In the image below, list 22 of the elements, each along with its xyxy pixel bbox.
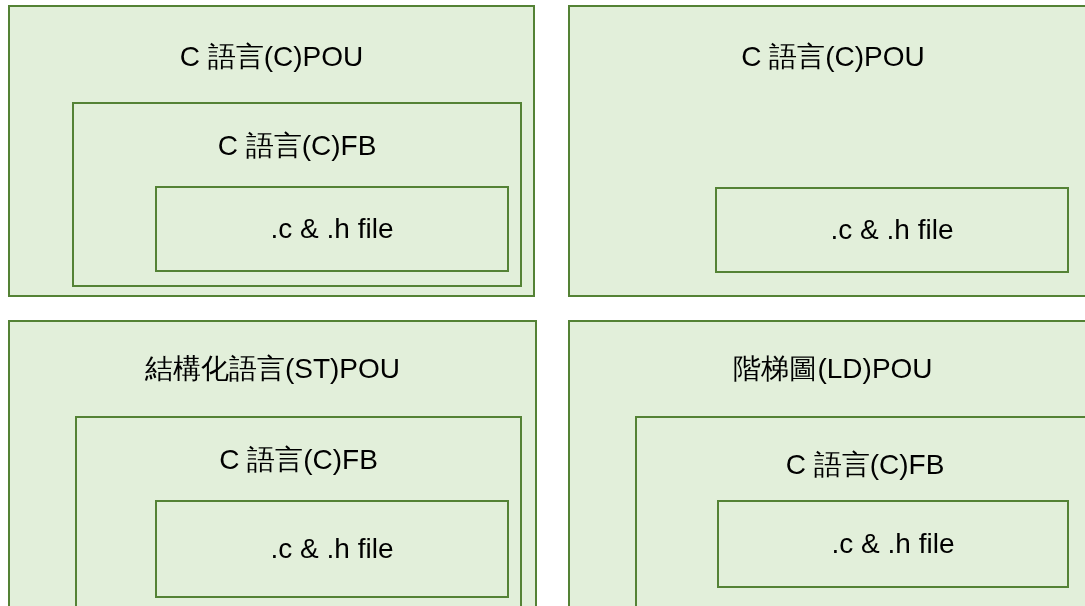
file-box — [155, 500, 509, 598]
file-box — [715, 187, 1069, 273]
file-label: .c & .h file — [270, 533, 394, 565]
inner-box — [635, 416, 1085, 606]
panel — [8, 320, 537, 606]
file-label: .c & .h file — [831, 528, 955, 560]
box-title: C 語言(C)FB — [219, 444, 378, 476]
inner-box — [75, 416, 522, 606]
panel — [568, 5, 1085, 297]
box-title: 階梯圖(LD)POU — [733, 353, 933, 385]
panel — [568, 320, 1085, 606]
file-box — [717, 500, 1069, 588]
box-title: C 語言(C)FB — [785, 449, 945, 481]
box-title: C 語言(C)FB — [217, 130, 377, 162]
file-box — [155, 186, 509, 272]
file-label: .c & .h file — [830, 214, 954, 246]
file-label: .c & .h file — [270, 213, 394, 245]
box-title: 結構化語言(ST)POU — [144, 353, 401, 385]
inner-box — [72, 102, 522, 287]
box-title: C 語言(C)POU — [179, 41, 364, 73]
panel — [8, 5, 535, 297]
box-title: C 語言(C)POU — [741, 41, 925, 73]
